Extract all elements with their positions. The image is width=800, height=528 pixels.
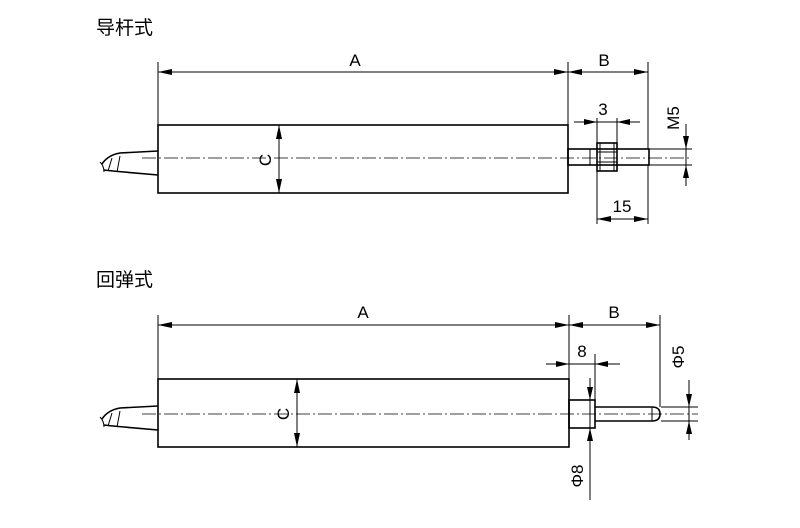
dimension-c-bottom: C xyxy=(274,379,300,447)
spring-return-type-title: 回弹式 xyxy=(96,269,153,291)
dim-label-collar-diameter: Φ8 xyxy=(568,464,587,487)
cable-bottom xyxy=(99,405,159,431)
dim-label-b-bottom: B xyxy=(608,303,619,322)
cable-top xyxy=(99,150,159,176)
dimension-collar-length: 8 xyxy=(546,342,620,400)
dimension-thread: M5 xyxy=(649,106,692,186)
dim-label-b-top: B xyxy=(598,51,609,70)
dim-label-c-top: C xyxy=(256,154,275,166)
dim-label-rod-length: 15 xyxy=(613,197,632,216)
dim-label-nut-width: 3 xyxy=(598,100,607,119)
dim-label-tip-diameter: Φ5 xyxy=(669,345,688,368)
dimension-nut-width: 3 xyxy=(574,100,640,143)
dimension-a-bottom: A xyxy=(157,303,660,379)
dimension-tip-diameter: Φ5 xyxy=(661,345,698,440)
dimension-collar-diameter: Φ8 xyxy=(568,378,593,500)
dimension-a-top: A xyxy=(157,51,648,125)
dimension-b-top: B xyxy=(598,51,649,149)
dimension-c-top: C xyxy=(256,125,282,193)
dimension-b-bottom: B xyxy=(608,303,661,407)
sensor-body-bottom xyxy=(157,378,570,448)
spring-return-type-view: 回弹式 A xyxy=(96,269,698,500)
dim-label-collar-length: 8 xyxy=(577,342,586,361)
guide-rod-type-view: 导杆式 xyxy=(96,17,692,224)
dim-label-c-bottom: C xyxy=(274,408,293,420)
dimension-rod-length: 15 xyxy=(596,165,649,224)
guide-rod xyxy=(567,142,650,172)
dim-label-a-bottom: A xyxy=(357,303,369,322)
nut xyxy=(596,142,618,172)
guide-rod-type-title: 导杆式 xyxy=(96,17,153,39)
sensor-body-top xyxy=(157,124,569,194)
dim-label-thread: M5 xyxy=(664,106,683,130)
dim-label-a-top: A xyxy=(349,51,361,70)
